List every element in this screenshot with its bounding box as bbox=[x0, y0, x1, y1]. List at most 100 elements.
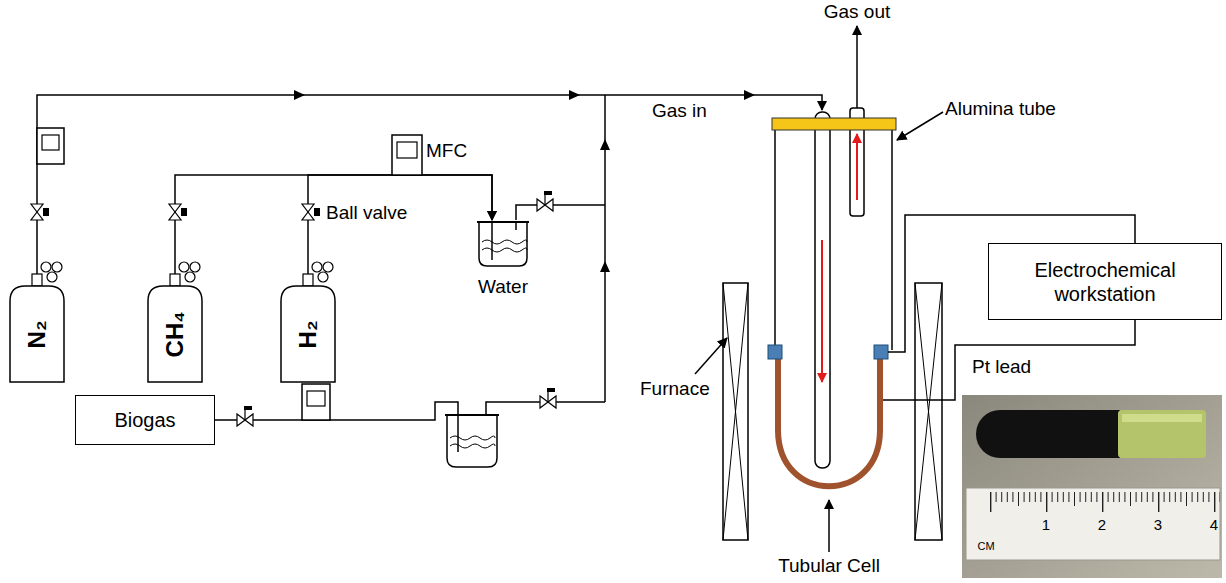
bubbler-bottle bbox=[447, 415, 497, 467]
gas-cylinder: CH₄ bbox=[147, 285, 203, 383]
regulator-knob bbox=[47, 272, 57, 282]
photo-ground bbox=[962, 395, 1222, 578]
flow-arrow-red bbox=[821, 240, 823, 382]
valve-handle bbox=[244, 406, 252, 410]
humidified-line bbox=[516, 205, 605, 220]
regulator bbox=[170, 262, 200, 286]
bubbler-inlet bbox=[457, 415, 459, 452]
furnace-wall bbox=[915, 283, 942, 540]
ruler-ticks bbox=[990, 492, 1220, 502]
part-label: Tubular Cell bbox=[778, 555, 880, 577]
cylinder-body bbox=[281, 286, 335, 382]
node-text: CH₄ bbox=[161, 311, 190, 357]
alumina-wall bbox=[891, 125, 893, 350]
gas-cylinder: N₂ bbox=[9, 285, 65, 383]
ruler-ticks bbox=[990, 492, 1220, 512]
mass-flow-controller bbox=[392, 135, 422, 175]
mass-flow-controller bbox=[37, 128, 64, 164]
part-label: Furnace bbox=[640, 378, 710, 400]
valve-handle bbox=[314, 208, 320, 216]
scale-number: 1 bbox=[1042, 516, 1050, 533]
cylinder-body bbox=[10, 286, 64, 382]
valve-handle bbox=[181, 208, 187, 216]
cell-photo bbox=[962, 395, 1222, 578]
regulator bbox=[303, 262, 333, 286]
cylinder-neck bbox=[32, 274, 42, 286]
flow-arrow bbox=[600, 139, 610, 150]
leader-arrow bbox=[695, 338, 727, 374]
valve-body bbox=[302, 204, 314, 220]
scale-number: 2 bbox=[1098, 516, 1106, 533]
flow-arrow bbox=[569, 90, 580, 100]
valve-stem bbox=[547, 392, 548, 402]
water-wave bbox=[450, 436, 495, 440]
bottle-outline bbox=[473, 220, 533, 268]
mfc-body bbox=[302, 384, 330, 420]
flow-arrow bbox=[600, 261, 610, 272]
pt-wire bbox=[883, 320, 1135, 400]
water-bottle: Water bbox=[473, 220, 533, 299]
needle-valve bbox=[540, 388, 556, 408]
gas-source-box: Biogas bbox=[75, 395, 215, 445]
needle-valve bbox=[537, 191, 553, 211]
port-label: Gas in bbox=[652, 100, 707, 122]
node-text: N₂ bbox=[23, 320, 52, 348]
ruler-ticks bbox=[990, 492, 1220, 506]
regulator-knob bbox=[323, 262, 333, 272]
mfc-display bbox=[307, 391, 325, 406]
tube-cap bbox=[772, 118, 896, 130]
gas-in-tube bbox=[815, 112, 830, 468]
mfc-display bbox=[42, 135, 59, 150]
regulator-knob bbox=[318, 272, 328, 282]
regulator bbox=[32, 262, 62, 286]
furnace-wall bbox=[723, 283, 748, 540]
ball-valve bbox=[169, 204, 187, 220]
valve-stem bbox=[544, 195, 545, 205]
bottle-inlet bbox=[491, 222, 493, 260]
leader-arrow bbox=[897, 112, 943, 140]
regulator-knob bbox=[190, 262, 200, 272]
gas-line bbox=[308, 175, 492, 285]
seal-joint bbox=[874, 345, 888, 359]
photo-cell-body bbox=[976, 410, 1120, 458]
scale-unit: CM bbox=[977, 540, 994, 553]
ball-valve bbox=[31, 204, 49, 220]
photo-cell-end bbox=[1118, 410, 1206, 458]
port-label: Gas out bbox=[824, 1, 891, 23]
cylinder-neck bbox=[170, 274, 180, 286]
scale-number: 3 bbox=[1154, 516, 1162, 533]
part-label: MFC bbox=[426, 140, 467, 162]
node-text: Electrochemical workstation bbox=[997, 258, 1213, 306]
bottle-outlet bbox=[515, 222, 517, 230]
valve-body bbox=[31, 204, 43, 220]
needle-valve bbox=[237, 406, 253, 426]
biogas-line bbox=[215, 402, 458, 452]
flow-arrow bbox=[744, 90, 755, 100]
part-label: Ball valve bbox=[326, 202, 407, 224]
water-wave bbox=[482, 248, 527, 252]
ball-valve bbox=[302, 204, 320, 220]
regulator-knob bbox=[185, 272, 195, 282]
cylinder-neck bbox=[303, 274, 313, 286]
bottle-body bbox=[479, 222, 527, 266]
bottle-lid bbox=[477, 221, 529, 223]
valve-handle bbox=[544, 191, 552, 195]
alumina-wall bbox=[774, 125, 776, 350]
scale-number: 4 bbox=[1210, 516, 1218, 533]
bubbler-lid bbox=[445, 414, 499, 416]
instrument-box: Electrochemical workstation bbox=[988, 243, 1222, 320]
gas-line bbox=[175, 175, 492, 285]
regulator-knob bbox=[312, 262, 322, 272]
mass-flow-controller bbox=[302, 384, 330, 420]
node-text: Water bbox=[478, 276, 528, 299]
part-label: Pt lead bbox=[972, 356, 1031, 378]
n2-line bbox=[37, 95, 822, 285]
leader-arrow bbox=[828, 500, 830, 552]
water-wave bbox=[450, 444, 495, 448]
node-text: H₂ bbox=[294, 320, 323, 348]
photo-highlight bbox=[1122, 414, 1202, 422]
node-text: Biogas bbox=[114, 408, 175, 432]
valve-handle bbox=[43, 208, 49, 216]
